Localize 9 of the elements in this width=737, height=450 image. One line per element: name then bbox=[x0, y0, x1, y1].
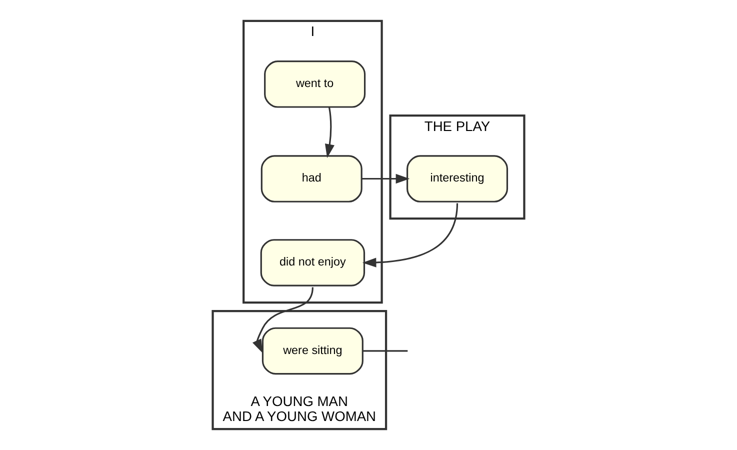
arrow bbox=[362, 174, 410, 184]
arrow bbox=[324, 107, 334, 158]
node-box: were sitting bbox=[262, 327, 364, 375]
connector bbox=[362, 350, 408, 352]
node-box: had bbox=[260, 155, 362, 202]
node-box: interesting bbox=[406, 155, 508, 202]
arrow bbox=[252, 287, 314, 354]
node-box: went to bbox=[264, 60, 366, 108]
node-box: did not enjoy bbox=[260, 239, 366, 286]
